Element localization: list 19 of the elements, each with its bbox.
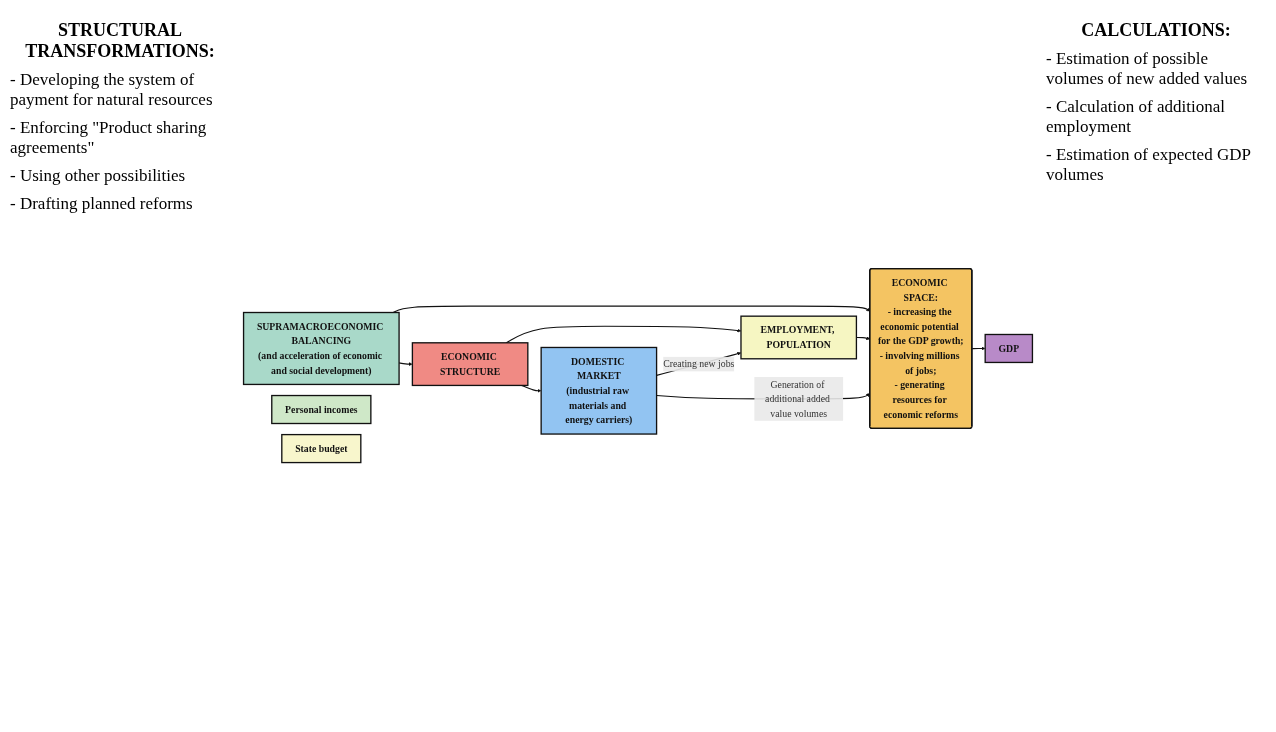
edge-label: Creating new jobs [663, 359, 735, 371]
list-item: - Enforcing "Product sharing agreements" [10, 118, 208, 158]
list-item: - Using other possibilities [10, 166, 187, 186]
node-box: EMPLOYMENT, POPULATION [740, 315, 858, 360]
node-box: ECONOMIC STRUCTURE [411, 342, 529, 387]
list-item: - Estimation of expected GDP volumes [1046, 145, 1252, 185]
list-heading: STRUCTURAL TRANSFORMATIONS: [24, 20, 216, 62]
list-item: - Developing the system of payment for natural resources [10, 70, 214, 110]
node-box: GDP [984, 334, 1034, 364]
arrow [521, 385, 542, 394]
list-item: - Drafting planned reforms [10, 194, 194, 214]
node-box: DOMESTIC MARKET (industrial raw materials and energy carriers) [540, 347, 658, 436]
list-item: - Estimation of possible volumes of new added values [1046, 49, 1249, 89]
node-box: State budget [281, 434, 362, 464]
edge-label: Generation of additional added value volumes [765, 379, 830, 420]
list-item: - Calculation of additional employment [1046, 97, 1226, 137]
node-box: Personal incomes [271, 395, 372, 425]
list-heading: CALCULATIONS: [1080, 20, 1232, 41]
node-box: SUPRAMACROECONOMIC BALANCING (and acceleration of economic and social development) [242, 312, 400, 386]
